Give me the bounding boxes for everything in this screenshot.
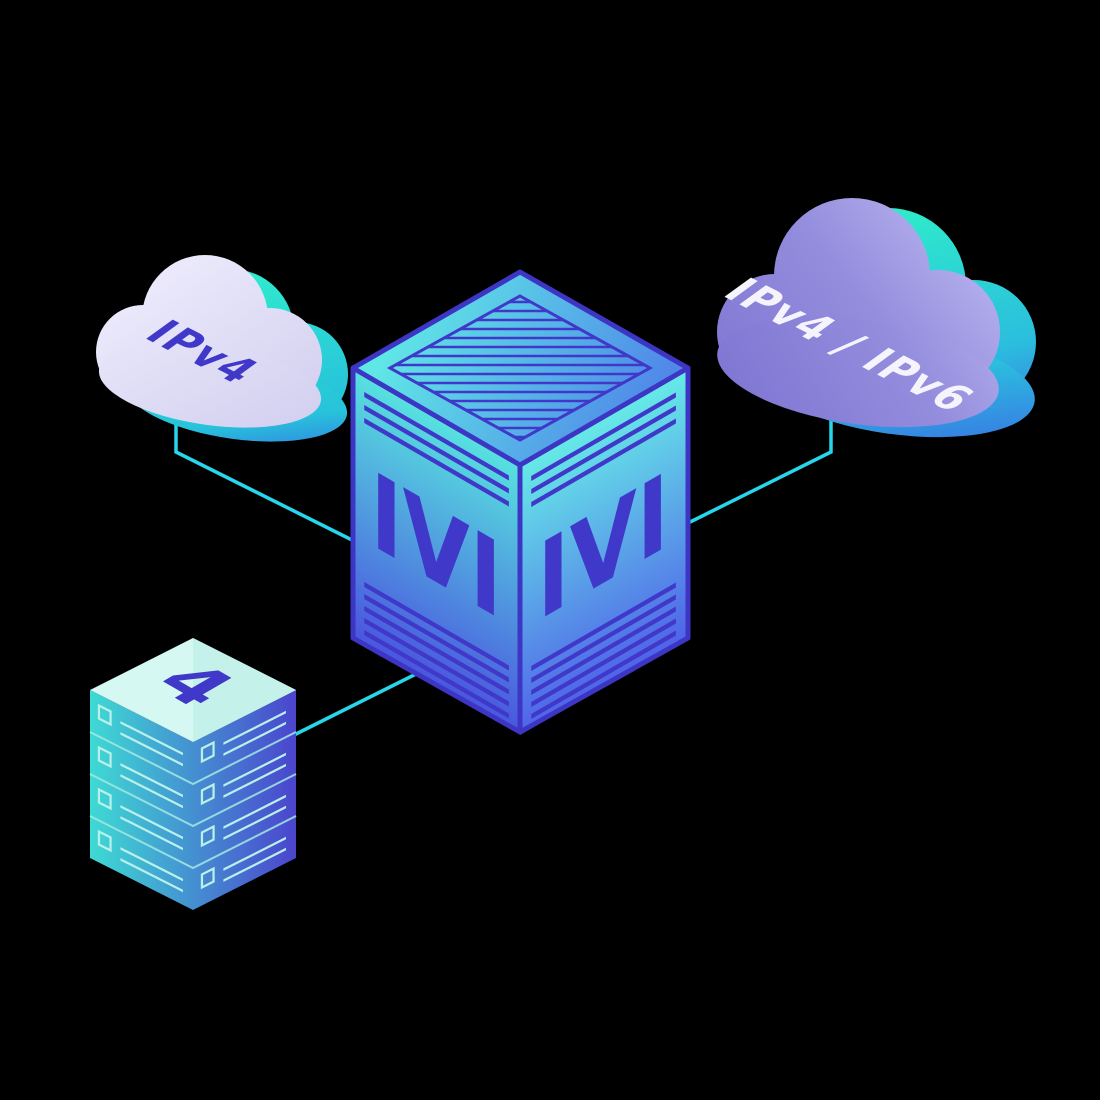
cube-face-right-stripes [531,392,676,719]
cube-face-right: IVI [520,368,688,735]
cube-outline [350,269,691,735]
cube-face-left: IVI [353,368,521,735]
server-slabs [90,690,296,910]
connector-right-cloud-to-cube [671,418,833,533]
ivi-cube: IVI IVI [350,269,691,735]
server-stack: 4 [89,638,297,910]
cube-top-inner-border [386,294,654,442]
cube-inner-edges [350,365,691,735]
cube-face-left-stripes [364,392,509,719]
server-top-face-shade [193,638,296,742]
server-slab-separators [89,731,297,870]
left-cloud: IPv4 [93,255,353,455]
right-cloud: IPv4 / IPv6 [710,198,1042,454]
